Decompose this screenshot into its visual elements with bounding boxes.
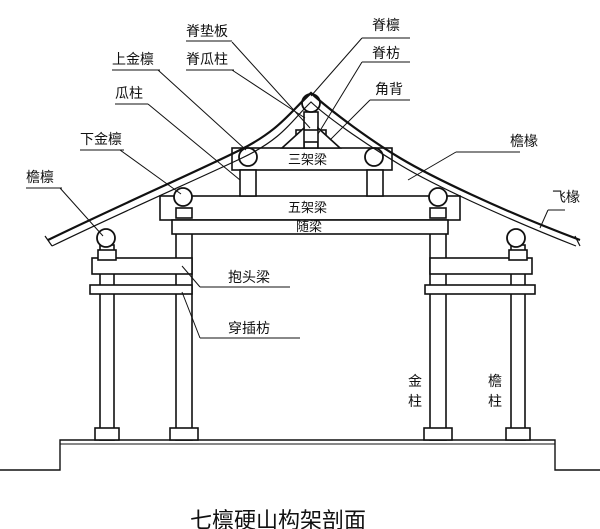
label-yan-chuan: 檐椽: [510, 134, 538, 150]
right-eave-purlin: [506, 228, 526, 248]
label-jiao-bei: 角背: [375, 82, 403, 98]
ridge-purlin: [301, 93, 321, 113]
columns: [94, 219, 531, 441]
label-san-jia-liang: 三架梁: [288, 153, 327, 168]
right-gua-zhu: [366, 169, 384, 197]
label-jin-zhu-2: 柱: [408, 394, 422, 410]
label-fei-chuan: 飞椽: [552, 190, 580, 206]
left-gua-zhu: [239, 169, 257, 197]
label-ji-dian-ban: 脊垫板: [186, 24, 228, 40]
label-gua-zhu: 瓜柱: [115, 86, 143, 102]
label-chuan-cha-fang: 穿插枋: [228, 321, 270, 337]
main-beams: [159, 111, 461, 235]
sui-beam: [171, 219, 449, 235]
five-rafter-beam: [159, 195, 461, 221]
label-bao-tou-liang: 抱头梁: [228, 270, 270, 286]
tie-beams: [89, 257, 536, 295]
labels: 脊垫板 脊檩 脊枋 上金檩 脊瓜柱 瓜柱 角背 下金檩 檐椽 檐檩 飞椽 三架梁…: [26, 17, 580, 410]
left-baotou-beam: [91, 257, 193, 275]
left-chuancha-fang: [89, 284, 193, 295]
left-eave-purlin: [96, 228, 116, 248]
label-ji-fang: 脊枋: [372, 46, 400, 62]
label-yan-zhu-2: 柱: [488, 394, 502, 410]
right-chuancha-fang: [424, 284, 536, 295]
left-upper-gold-purlin: [238, 147, 258, 167]
label-yan-lin: 檐檩: [26, 169, 54, 186]
leader-lines: [59, 37, 565, 339]
right-upper-gold-purlin: [364, 147, 384, 167]
label-sui-liang: 随梁: [296, 220, 322, 235]
roof: [44, 91, 581, 247]
label-yan-zhu-1: 檐: [488, 374, 502, 390]
left-gold-column: [175, 219, 193, 441]
right-baotou-beam: [429, 257, 533, 275]
label-xia-jin-lin: 下金檩: [80, 131, 122, 148]
label-wu-jia-liang: 五架梁: [288, 201, 327, 216]
label-jin-zhu-1: 金: [408, 374, 422, 390]
label-ji-gua-zhu: 脊瓜柱: [186, 52, 228, 68]
purlin-blocks: [97, 207, 528, 261]
foundation: [0, 439, 600, 471]
diagram-caption: 七檩硬山构架剖面: [190, 509, 366, 529]
right-lower-gold-purlin: [428, 187, 448, 207]
label-shang-jin-lin: 上金檩: [112, 51, 154, 68]
label-ji-lin: 脊檩: [372, 17, 400, 34]
right-gold-column: [429, 219, 447, 441]
